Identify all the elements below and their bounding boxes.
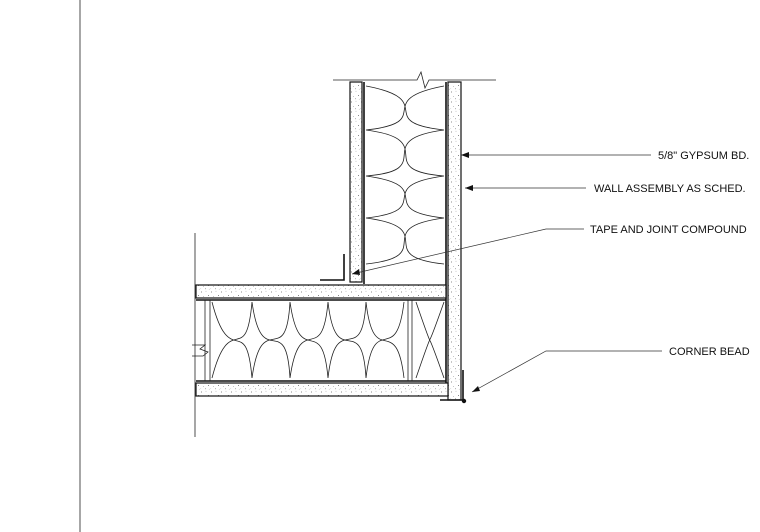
corner-bead bbox=[440, 370, 467, 404]
vertical-wall-insulation bbox=[365, 85, 445, 265]
left-break-line bbox=[192, 344, 209, 357]
gypsum-label-group: 5/8" GYPSUM BD. bbox=[461, 150, 749, 162]
horizontal-wall-top-gypsum bbox=[195, 284, 447, 299]
corner-bead-label: CORNER BEAD bbox=[669, 346, 750, 358]
tape-joint-label: TAPE AND JOINT COMPOUND bbox=[590, 224, 747, 236]
tape-joint-label-group: TAPE AND JOINT COMPOUND bbox=[351, 224, 747, 275]
gypsum-label: 5/8" GYPSUM BD. bbox=[658, 150, 749, 162]
vertical-wall-outer-gypsum bbox=[447, 81, 462, 401]
vertical-wall-assembly bbox=[349, 81, 462, 401]
horizontal-wall-assembly bbox=[195, 284, 449, 397]
wall-assembly-label: WALL ASSEMBLY AS SCHED. bbox=[594, 183, 746, 195]
corner-bead-label-group: CORNER BEAD bbox=[471, 346, 750, 393]
inside-corner-tape bbox=[320, 254, 345, 281]
wall-assembly-label-group: WALL ASSEMBLY AS SCHED. bbox=[465, 183, 746, 195]
top-break-line bbox=[333, 70, 496, 90]
horizontal-wall-insulation bbox=[211, 301, 445, 379]
horizontal-wall-bottom-gypsum bbox=[195, 382, 449, 397]
vertical-wall-inner-gypsum bbox=[349, 81, 363, 283]
